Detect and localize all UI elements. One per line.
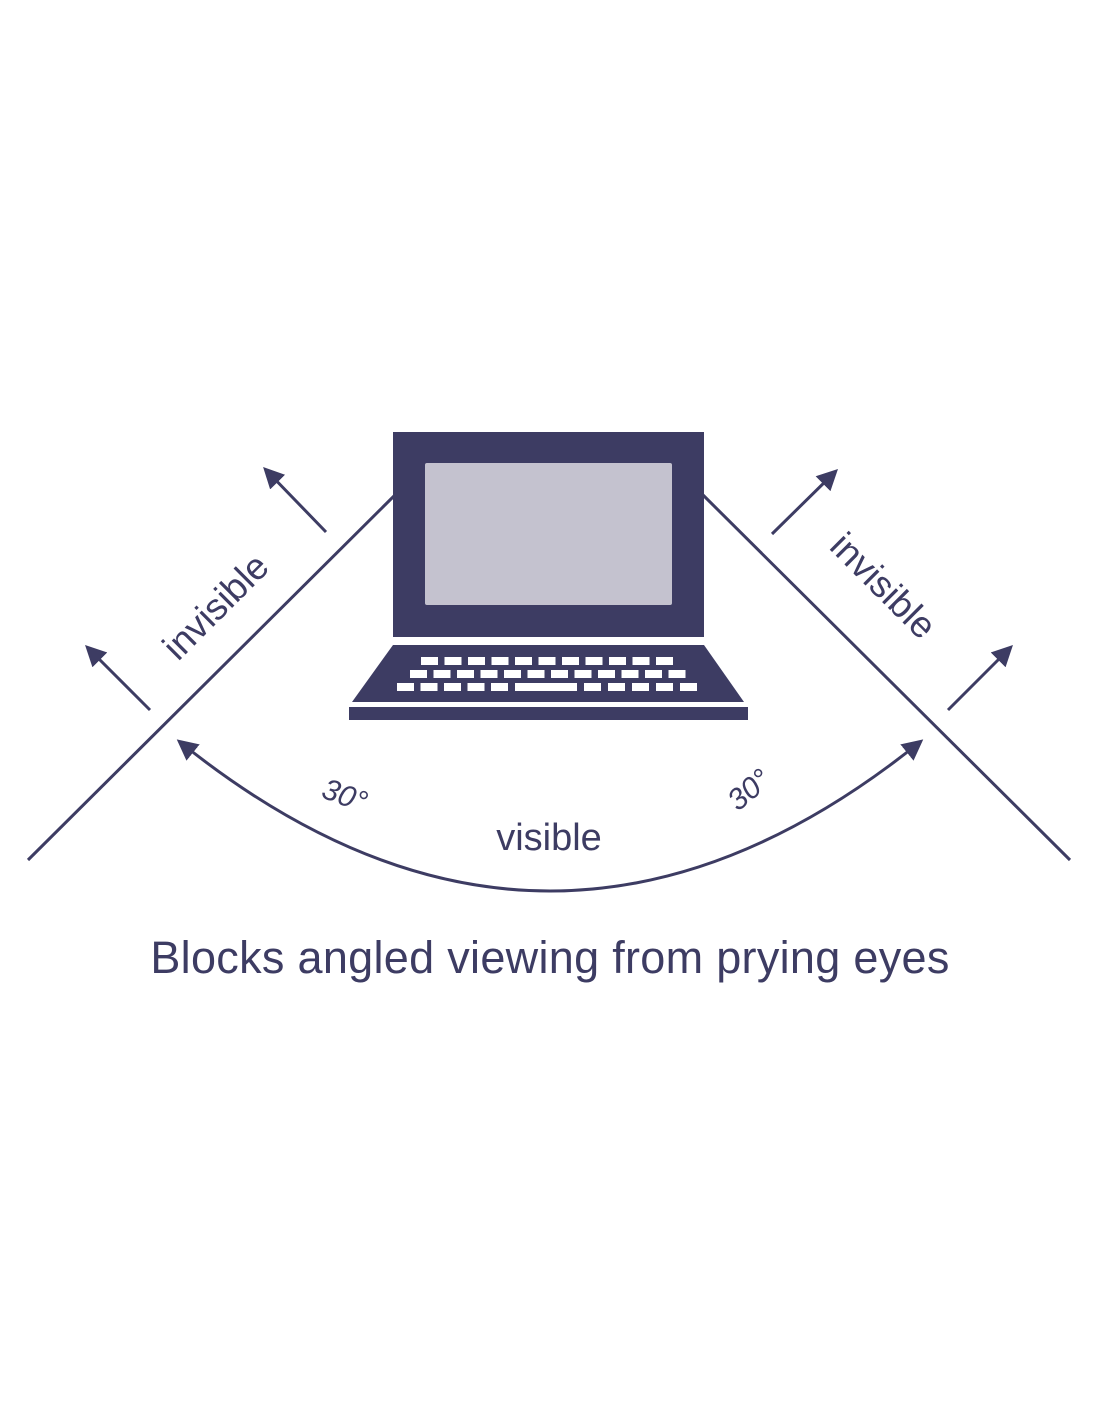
keyboard-key	[608, 683, 625, 691]
keyboard-key	[656, 683, 673, 691]
keyboard-key	[444, 657, 462, 665]
right-lower-arrow-icon	[946, 645, 1013, 712]
keyboard-key	[467, 683, 485, 691]
keyboard-key	[491, 657, 509, 665]
right-boundary-line	[701, 493, 1072, 862]
keyboard-key	[598, 670, 615, 678]
keyboard-key	[527, 670, 545, 678]
keyboard-key	[410, 670, 427, 678]
keyboard-key	[421, 657, 438, 665]
keyboard-key	[457, 670, 474, 678]
visible-arc-arrow-icon	[176, 739, 924, 893]
keyboard-key	[480, 670, 498, 678]
keyboard-key	[680, 683, 697, 691]
visible-label: visible	[496, 817, 602, 859]
keyboard-key	[504, 670, 521, 678]
keyboard-key	[433, 670, 451, 678]
left-invisible-label: invisible	[155, 546, 277, 668]
left-upper-arrow-icon	[263, 466, 328, 534]
keyboard-key	[397, 683, 414, 691]
laptop-base	[349, 707, 748, 720]
keyboard-key	[420, 683, 438, 691]
keyboard-key	[668, 670, 686, 678]
keyboard-keys	[397, 657, 697, 691]
left-boundary-line	[26, 493, 397, 862]
keyboard-key	[584, 683, 601, 691]
keyboard-key	[656, 657, 673, 665]
keyboard-key	[515, 657, 532, 665]
keyboard-key	[574, 670, 592, 678]
keyboard-key	[515, 683, 577, 691]
keyboard-key	[562, 657, 579, 665]
keyboard-key	[538, 657, 556, 665]
laptop-icon	[349, 432, 748, 720]
keyboard-key	[585, 657, 603, 665]
right-angle-label: 30°	[721, 763, 777, 817]
keyboard-key	[632, 657, 650, 665]
left-lower-arrow-icon	[85, 645, 152, 712]
left-angle-label: 30°	[318, 773, 372, 820]
keyboard-key	[609, 657, 626, 665]
keyboard-key	[444, 683, 461, 691]
keyboard-key	[491, 683, 508, 691]
keyboard-key	[645, 670, 662, 678]
laptop-screen	[425, 463, 672, 605]
keyboard-key	[468, 657, 485, 665]
keyboard-key	[632, 683, 649, 691]
keyboard-key	[621, 670, 639, 678]
keyboard-key	[551, 670, 568, 678]
right-upper-arrow-icon	[770, 469, 838, 536]
caption: Blocks angled viewing from prying eyes	[150, 932, 950, 983]
right-invisible-label: invisible	[822, 525, 944, 647]
